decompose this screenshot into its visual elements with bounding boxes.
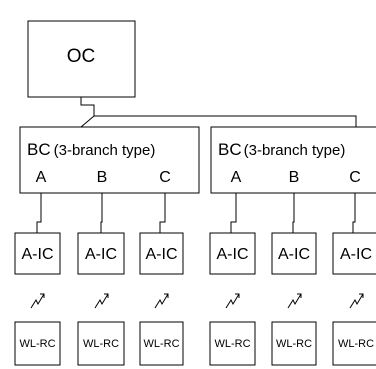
bc2-type: (3-branch type) xyxy=(244,142,346,159)
outdoor-unit-box xyxy=(27,20,136,98)
bc1-label: BC xyxy=(27,140,51,159)
remote-controller-box xyxy=(332,321,376,366)
remote-controllers: WL-RC WL-RC WL-RC WL-RC WL-RC WL-RC xyxy=(14,321,376,366)
wireless-signal-icon xyxy=(154,293,169,309)
bc2-port-c: C xyxy=(349,169,361,186)
indoor-unit-box xyxy=(332,232,376,275)
indoor-unit-box xyxy=(139,232,184,275)
branch-controller-2: BC(3-branch type) A B C xyxy=(210,126,376,194)
bc1-c-line xyxy=(159,193,166,233)
remote-controller-label: WL-RC xyxy=(143,338,179,350)
indoor-unit-box xyxy=(77,232,125,275)
bc1-type: (3-branch type) xyxy=(54,142,156,159)
outdoor-unit-label: OC xyxy=(67,46,96,67)
remote-controller-label: WL-RC xyxy=(214,338,250,350)
bc2-port-b: B xyxy=(289,169,300,186)
branch-controller-1: BC(3-branch type) A B C xyxy=(19,126,200,194)
bc1-port-c: C xyxy=(159,169,171,186)
indoor-unit-label: A-IC xyxy=(85,246,117,263)
bc1-port-a: A xyxy=(36,169,47,186)
outdoor-unit: OC xyxy=(27,20,136,98)
bc2-box xyxy=(210,126,376,194)
bc1-box xyxy=(19,126,200,194)
wireless-signal-icon xyxy=(287,293,302,309)
indoor-unit-box xyxy=(14,232,61,275)
bc1-a-line xyxy=(36,193,42,233)
bc2-a-line xyxy=(230,193,237,233)
wireless-signal-icon xyxy=(94,293,109,309)
oc-to-bc1-line xyxy=(80,97,95,128)
bc1-port-b: B xyxy=(97,169,108,186)
indoor-unit-box xyxy=(209,232,256,275)
remote-controller-box xyxy=(139,321,184,366)
bc2-b-line xyxy=(292,193,295,233)
remote-controller-label: WL-RC xyxy=(338,338,374,350)
remote-controller-label: WL-RC xyxy=(276,338,312,350)
remote-controller-label: WL-RC xyxy=(19,338,55,350)
wireless-signal-icon xyxy=(30,293,45,309)
remote-controller-box xyxy=(14,321,61,366)
indoor-unit-label: A-IC xyxy=(340,246,372,263)
remote-controller-box xyxy=(209,321,256,366)
bc2-label: BC xyxy=(218,140,242,159)
indoor-unit-label: A-IC xyxy=(146,246,178,263)
bc1-b-line xyxy=(100,193,103,233)
indoor-unit-label: A-IC xyxy=(217,246,249,263)
indoor-unit-label: A-IC xyxy=(22,246,54,263)
wireless-signal-icon xyxy=(349,293,364,309)
wireless-signal-icon xyxy=(225,293,240,309)
branch-wiring xyxy=(36,193,356,233)
indoor-units: A-IC A-IC A-IC A-IC A-IC A-IC xyxy=(14,232,376,275)
bc2-c-line xyxy=(352,193,356,233)
indoor-unit-label: A-IC xyxy=(278,246,310,263)
bc1-title: BC(3-branch type) xyxy=(27,140,155,159)
remote-controller-box xyxy=(271,321,317,366)
remote-controller-box xyxy=(77,321,125,366)
remote-controller-label: WL-RC xyxy=(83,338,119,350)
bc2-port-a: A xyxy=(231,169,242,186)
main-wiring xyxy=(80,97,357,128)
indoor-unit-box xyxy=(271,232,317,275)
wireless-icons xyxy=(30,293,364,309)
oc-to-bc2-line xyxy=(94,115,357,127)
bc2-title: BC(3-branch type) xyxy=(218,140,345,159)
